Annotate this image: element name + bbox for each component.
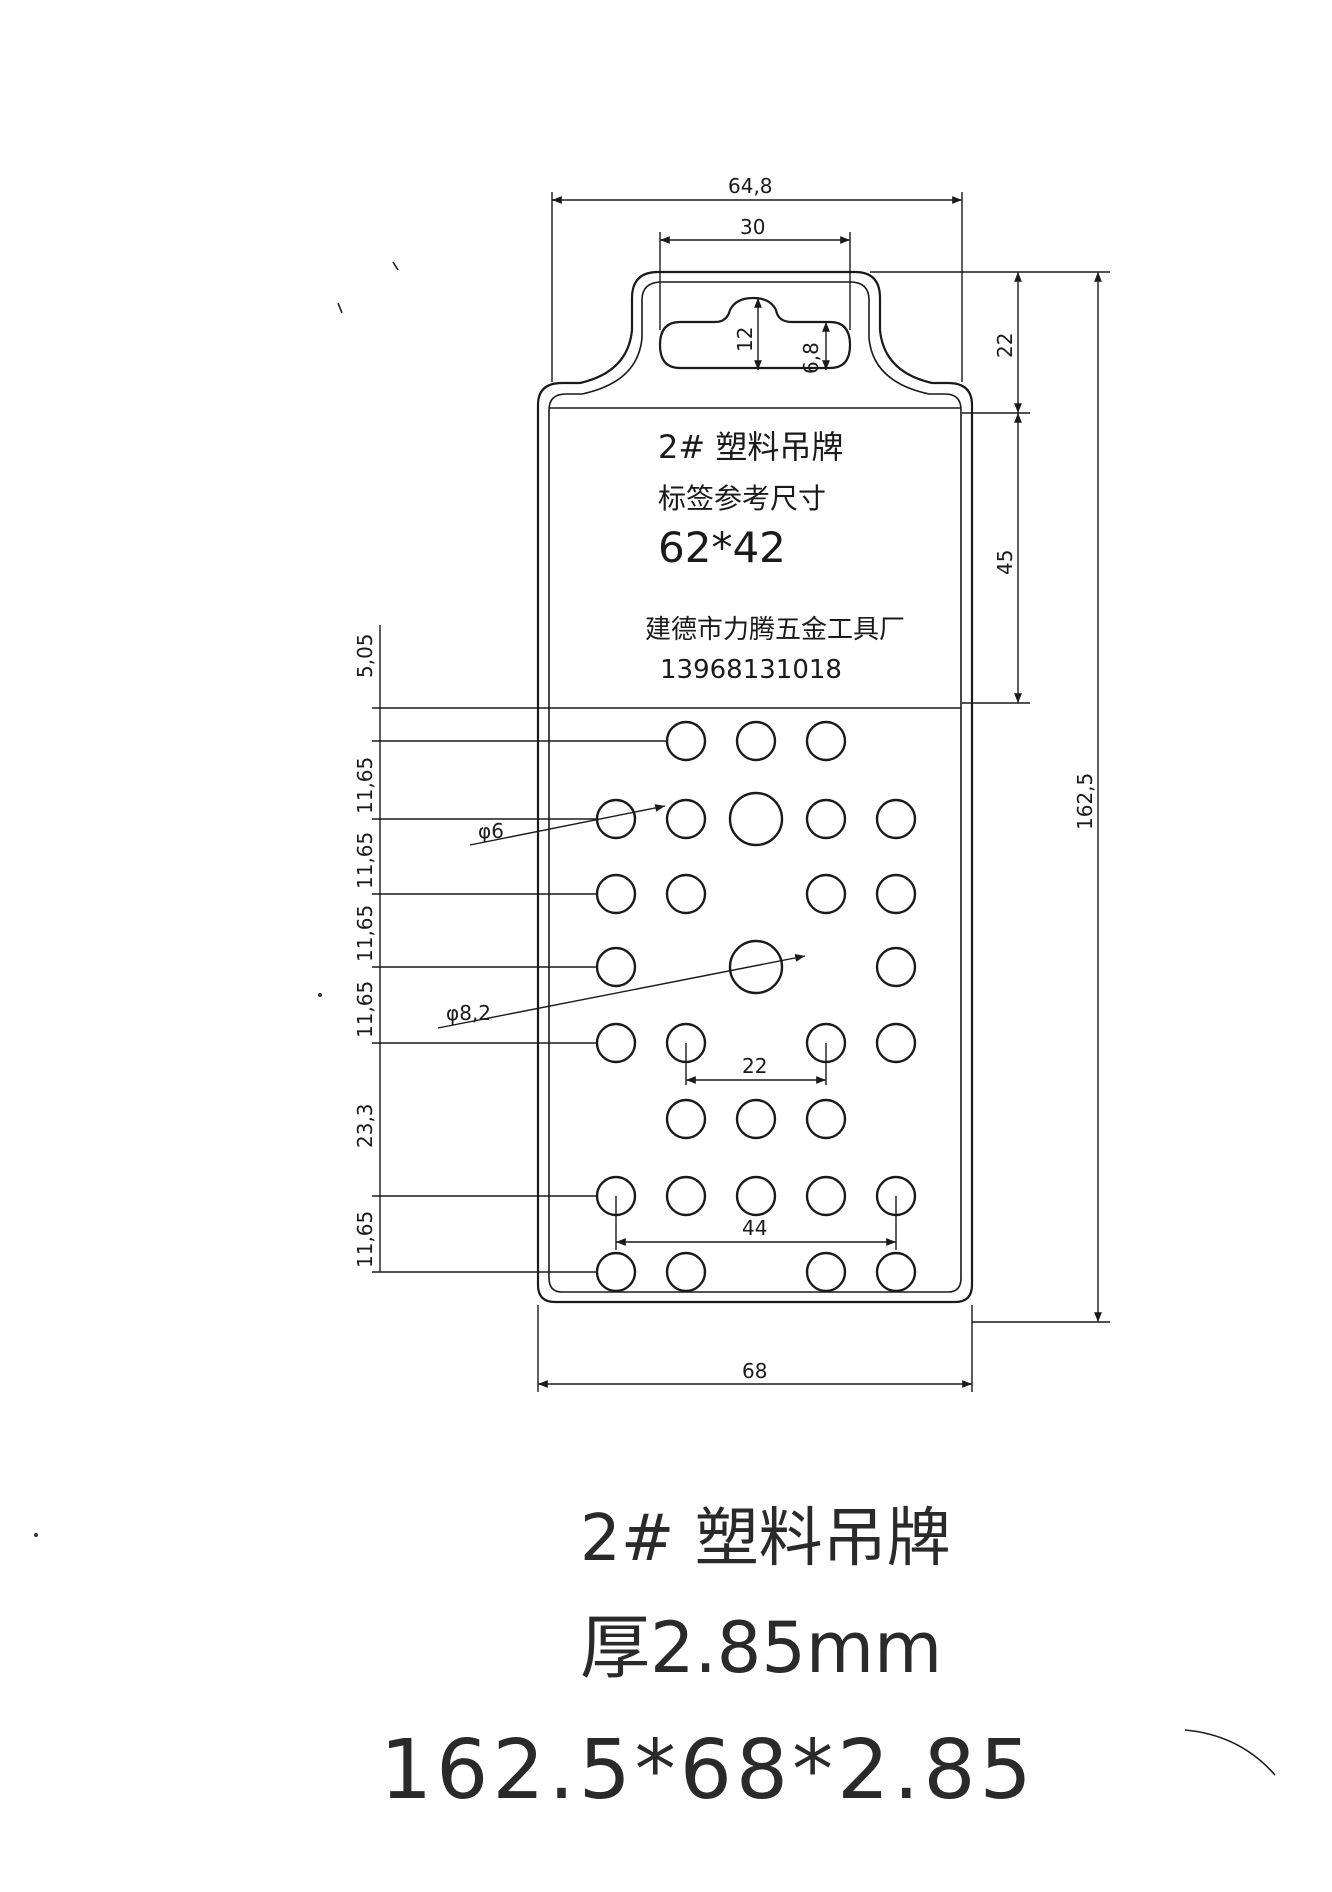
svg-text:φ8,2: φ8,2 bbox=[446, 1001, 491, 1025]
svg-text:22: 22 bbox=[742, 1054, 767, 1078]
leader-small-hole: φ6 bbox=[469, 804, 666, 846]
label-phone: 13968131018 bbox=[660, 655, 842, 685]
tag-outline-outer bbox=[536, 270, 974, 1304]
svg-text:64,8: 64,8 bbox=[728, 174, 773, 198]
hole bbox=[875, 873, 917, 915]
hole bbox=[595, 873, 637, 915]
hole bbox=[805, 720, 847, 762]
hole bbox=[805, 1098, 847, 1140]
hole bbox=[595, 1251, 637, 1293]
hole bbox=[665, 1175, 707, 1217]
dim-slot-round: 6,8 bbox=[799, 322, 830, 374]
dim-left-pitches: 5,05 11,65 11,65 11,65 11,65 23,3 11,65 bbox=[353, 625, 667, 1273]
hole bbox=[875, 1251, 917, 1293]
svg-text:11,65: 11,65 bbox=[353, 832, 377, 889]
dim-outer-spacing: 44 bbox=[615, 1196, 897, 1250]
svg-text:11,65: 11,65 bbox=[353, 905, 377, 962]
svg-text:11,65: 11,65 bbox=[353, 981, 377, 1038]
hole bbox=[665, 798, 707, 840]
dim-inner-spacing: 22 bbox=[685, 1043, 827, 1085]
leader-big-hole: φ8,2 bbox=[437, 954, 806, 1029]
dim-slot-height: 12 bbox=[733, 298, 762, 370]
footer-spec: 162.5*68*2.85 bbox=[380, 1723, 1036, 1818]
footer-thickness: 厚2.85mm bbox=[580, 1607, 942, 1689]
scan-mark bbox=[392, 261, 399, 271]
scan-dot bbox=[34, 1533, 38, 1537]
hole bbox=[665, 1251, 707, 1293]
hole bbox=[595, 946, 637, 988]
svg-text:68: 68 bbox=[742, 1359, 767, 1383]
hole bbox=[805, 798, 847, 840]
dim-top-width: 64,8 bbox=[551, 174, 963, 382]
hole bbox=[665, 1098, 707, 1140]
dim-label-height: 45 bbox=[962, 413, 1030, 704]
svg-text:162,5: 162,5 bbox=[1073, 773, 1097, 830]
svg-text:12: 12 bbox=[733, 327, 757, 352]
svg-text:45: 45 bbox=[993, 550, 1017, 575]
dim-total-height: 162,5 bbox=[972, 272, 1110, 1323]
hole bbox=[805, 873, 847, 915]
hole bbox=[875, 798, 917, 840]
svg-text:11,65: 11,65 bbox=[353, 1211, 377, 1268]
dim-bottom-width: 68 bbox=[537, 1305, 973, 1392]
svg-text:5,05: 5,05 bbox=[353, 633, 377, 678]
hole bbox=[875, 1022, 917, 1064]
svg-text:30: 30 bbox=[740, 215, 765, 239]
hole bbox=[805, 1175, 847, 1217]
label-title: 2# 塑料吊牌 bbox=[658, 428, 843, 466]
hanging-slot bbox=[658, 296, 852, 370]
hole-pattern bbox=[595, 720, 917, 1293]
hole-large bbox=[728, 939, 784, 995]
dim-hanger-height: 22 bbox=[870, 271, 1110, 414]
svg-text:22: 22 bbox=[993, 333, 1017, 358]
hole bbox=[735, 1098, 777, 1140]
label-size: 62*42 bbox=[658, 523, 786, 572]
dim-slot-width: 30 bbox=[659, 215, 851, 330]
hole bbox=[735, 1175, 777, 1217]
hole bbox=[595, 1022, 637, 1064]
svg-text:23,3: 23,3 bbox=[353, 1103, 377, 1148]
label-company: 建德市力腾五金工具厂 bbox=[645, 615, 905, 645]
footer-name: 2# 塑料吊牌 bbox=[580, 1502, 951, 1576]
svg-text:6,8: 6,8 bbox=[799, 342, 823, 374]
label-subtitle: 标签参考尺寸 bbox=[658, 482, 826, 515]
hole bbox=[665, 720, 707, 762]
hole bbox=[735, 720, 777, 762]
hole bbox=[805, 1251, 847, 1293]
scan-mark bbox=[337, 302, 343, 314]
hole bbox=[875, 946, 917, 988]
svg-text:11,65: 11,65 bbox=[353, 757, 377, 814]
svg-text:44: 44 bbox=[742, 1216, 767, 1240]
hole-large bbox=[728, 791, 784, 847]
svg-text:φ6: φ6 bbox=[478, 819, 504, 843]
scan-dot bbox=[318, 993, 322, 997]
scan-mark bbox=[1184, 1729, 1276, 1776]
hole bbox=[665, 873, 707, 915]
